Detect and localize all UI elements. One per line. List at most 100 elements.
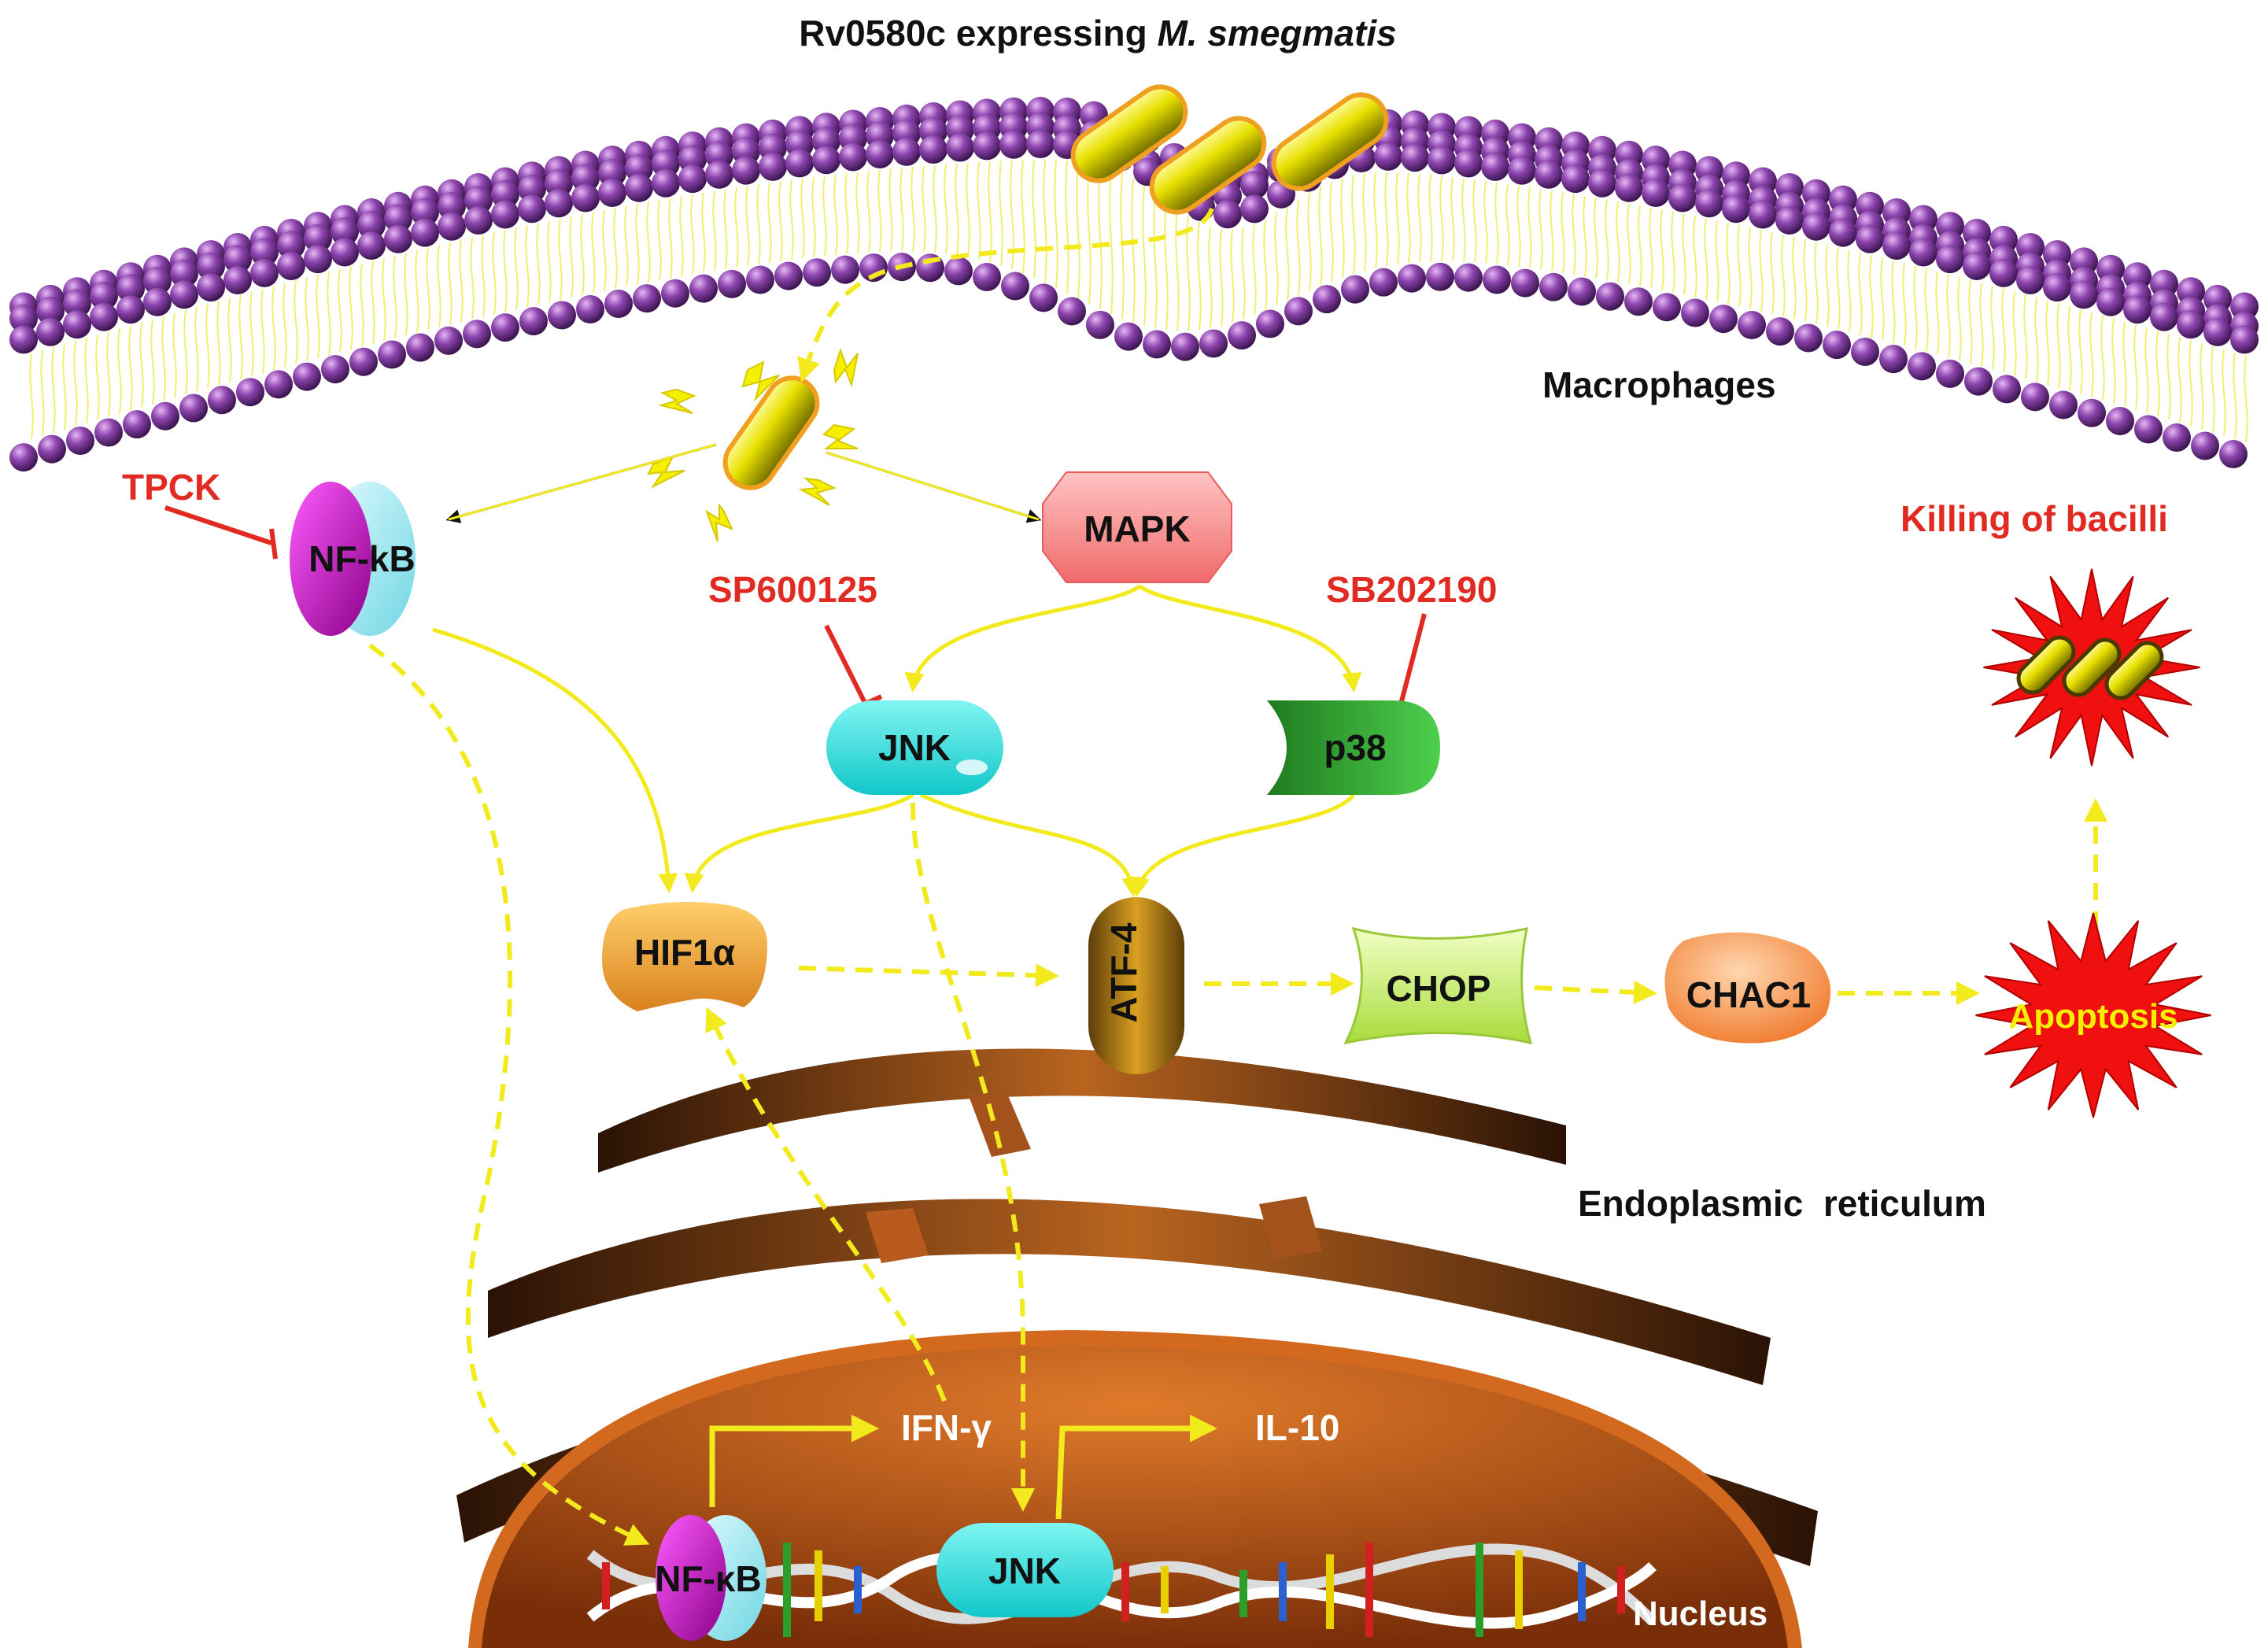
ifng-label: IFN-γ xyxy=(901,1407,992,1448)
lipid-head-bead xyxy=(678,164,707,194)
lipid-head-bead xyxy=(2043,273,2071,302)
chop-label: CHOP xyxy=(1387,968,1491,1009)
bacillus-icon xyxy=(1149,116,1267,215)
lipid-head-bead xyxy=(63,289,91,318)
spark-icon xyxy=(647,347,859,542)
il10-label: IL-10 xyxy=(1255,1407,1339,1448)
lipid-head-bead xyxy=(1428,146,1456,175)
lipid-head-bead xyxy=(277,231,305,260)
lipid-head-bead xyxy=(208,386,236,415)
lipid-head-bead xyxy=(331,217,359,246)
lipid-head-bead xyxy=(1908,352,1936,381)
lipid-head-bead xyxy=(2096,254,2125,283)
hif1a-node: HIF1α xyxy=(602,902,767,1011)
bacilli-extracellular xyxy=(1070,84,1389,215)
lipid-head-bead xyxy=(63,310,91,339)
lipid-head-bead xyxy=(1964,367,1993,396)
lipid-head-bead xyxy=(1993,375,2021,404)
lipid-head-bead xyxy=(9,325,38,354)
lipid-head-bead xyxy=(1851,338,1879,367)
lipid-head-bead xyxy=(1511,268,1539,297)
lipid-head-bead xyxy=(223,245,252,274)
lipid-head-bead xyxy=(1058,297,1086,326)
bacillus-icon xyxy=(2062,637,2122,697)
apoptosis-label: Apoptosis xyxy=(2008,997,2178,1036)
lipid-head-bead xyxy=(944,257,973,286)
bacillus-icon xyxy=(1271,92,1389,191)
hif1a-label: HIF1α xyxy=(634,932,735,973)
bacillus-icon xyxy=(2016,635,2076,695)
sp600125-label: SP600125 xyxy=(708,569,877,610)
chac1-label: CHAC1 xyxy=(1686,974,1811,1015)
lipid-head-bead xyxy=(1481,152,1509,181)
lipid-head-bead xyxy=(2230,292,2259,321)
lipid-head-bead xyxy=(1539,272,1568,301)
er-label: Endoplasmic reticulum xyxy=(1578,1183,1986,1224)
lipid-head-bead xyxy=(519,307,548,336)
lipid-head-bead xyxy=(438,212,466,241)
lipid-head-bead xyxy=(1882,231,1911,261)
jnk-nucleus-label: JNK xyxy=(988,1550,1061,1591)
lipid-head-bead xyxy=(116,295,145,324)
lipid-head-bead xyxy=(1508,156,1536,185)
lipid-head-bead xyxy=(1642,178,1670,207)
lipid-head-bead xyxy=(803,258,831,287)
lipid-head-bead xyxy=(576,295,604,324)
lipid-head-bead xyxy=(746,265,774,294)
lipid-head-bead xyxy=(491,179,519,209)
lipid-head-bead xyxy=(2134,415,2163,444)
mapk-node: MAPK xyxy=(1042,471,1232,583)
lipid-head-bead xyxy=(293,362,321,391)
lipid-head-bead xyxy=(250,258,279,287)
lipid-head-bead xyxy=(999,130,1028,159)
lipid-head-bead xyxy=(1596,282,1624,311)
lipid-head-bead xyxy=(2203,284,2232,313)
lipid-head-bead xyxy=(812,146,840,175)
lipid-head-bead xyxy=(1341,275,1369,304)
lipid-head-bead xyxy=(2177,277,2205,306)
lipid-head-bead xyxy=(571,183,600,212)
lipid-head-bead xyxy=(598,178,626,207)
lipid-head-bead xyxy=(411,198,439,227)
lipid-head-bead xyxy=(304,245,332,274)
lipid-head-bead xyxy=(839,142,867,172)
lipid-head-bead xyxy=(143,267,172,296)
lipid-head-bead xyxy=(170,280,198,309)
lipid-head-bead xyxy=(652,168,680,198)
lipid-head-bead xyxy=(1709,305,1738,334)
lipid-head-bead xyxy=(545,168,573,198)
lipid-head-bead xyxy=(143,287,172,316)
killing-label: Killing of bacilli xyxy=(1900,498,2168,539)
lipid-head-bead xyxy=(892,137,921,166)
lipid-head-bead xyxy=(36,317,65,346)
lipid-head-bead xyxy=(170,259,198,288)
lipid-head-bead xyxy=(1228,321,1256,350)
lipid-head-bead xyxy=(38,434,66,464)
lipid-head-bead xyxy=(718,269,746,298)
lipid-head-bead xyxy=(1653,293,1681,322)
lipid-head-bead xyxy=(464,186,493,215)
lipid-head-bead xyxy=(236,378,264,407)
nfkb-node: NF-kB xyxy=(290,482,416,636)
lipid-head-bead xyxy=(916,253,944,283)
lipid-head-bead xyxy=(973,131,1001,161)
figure-title: Rv0580c expressing M. smegmatis xyxy=(799,13,1396,54)
lipid-head-bead xyxy=(321,355,349,384)
lipid-head-bead xyxy=(1313,285,1341,314)
lipid-head-bead xyxy=(625,173,653,202)
lipid-head-bead xyxy=(1143,330,1171,359)
lipid-head-bead xyxy=(2150,269,2178,298)
lipid-head-bead xyxy=(678,145,707,174)
lipid-head-bead xyxy=(464,206,493,235)
lipid-head-bead xyxy=(151,401,179,430)
lipid-head-bead xyxy=(36,297,65,326)
lipid-head-bead xyxy=(1695,189,1723,218)
lipid-head-bead xyxy=(2191,431,2219,460)
nfkb-nucleus-label: NF-κB xyxy=(655,1558,762,1599)
lipid-head-bead xyxy=(2230,325,2259,354)
lipid-head-bead xyxy=(919,135,947,164)
lipid-head-bead xyxy=(1879,345,1908,374)
tpck-label: TPCK xyxy=(122,467,220,508)
lipid-head-bead xyxy=(1029,283,1058,312)
atf4-node: ATF-4 xyxy=(1088,897,1184,1074)
